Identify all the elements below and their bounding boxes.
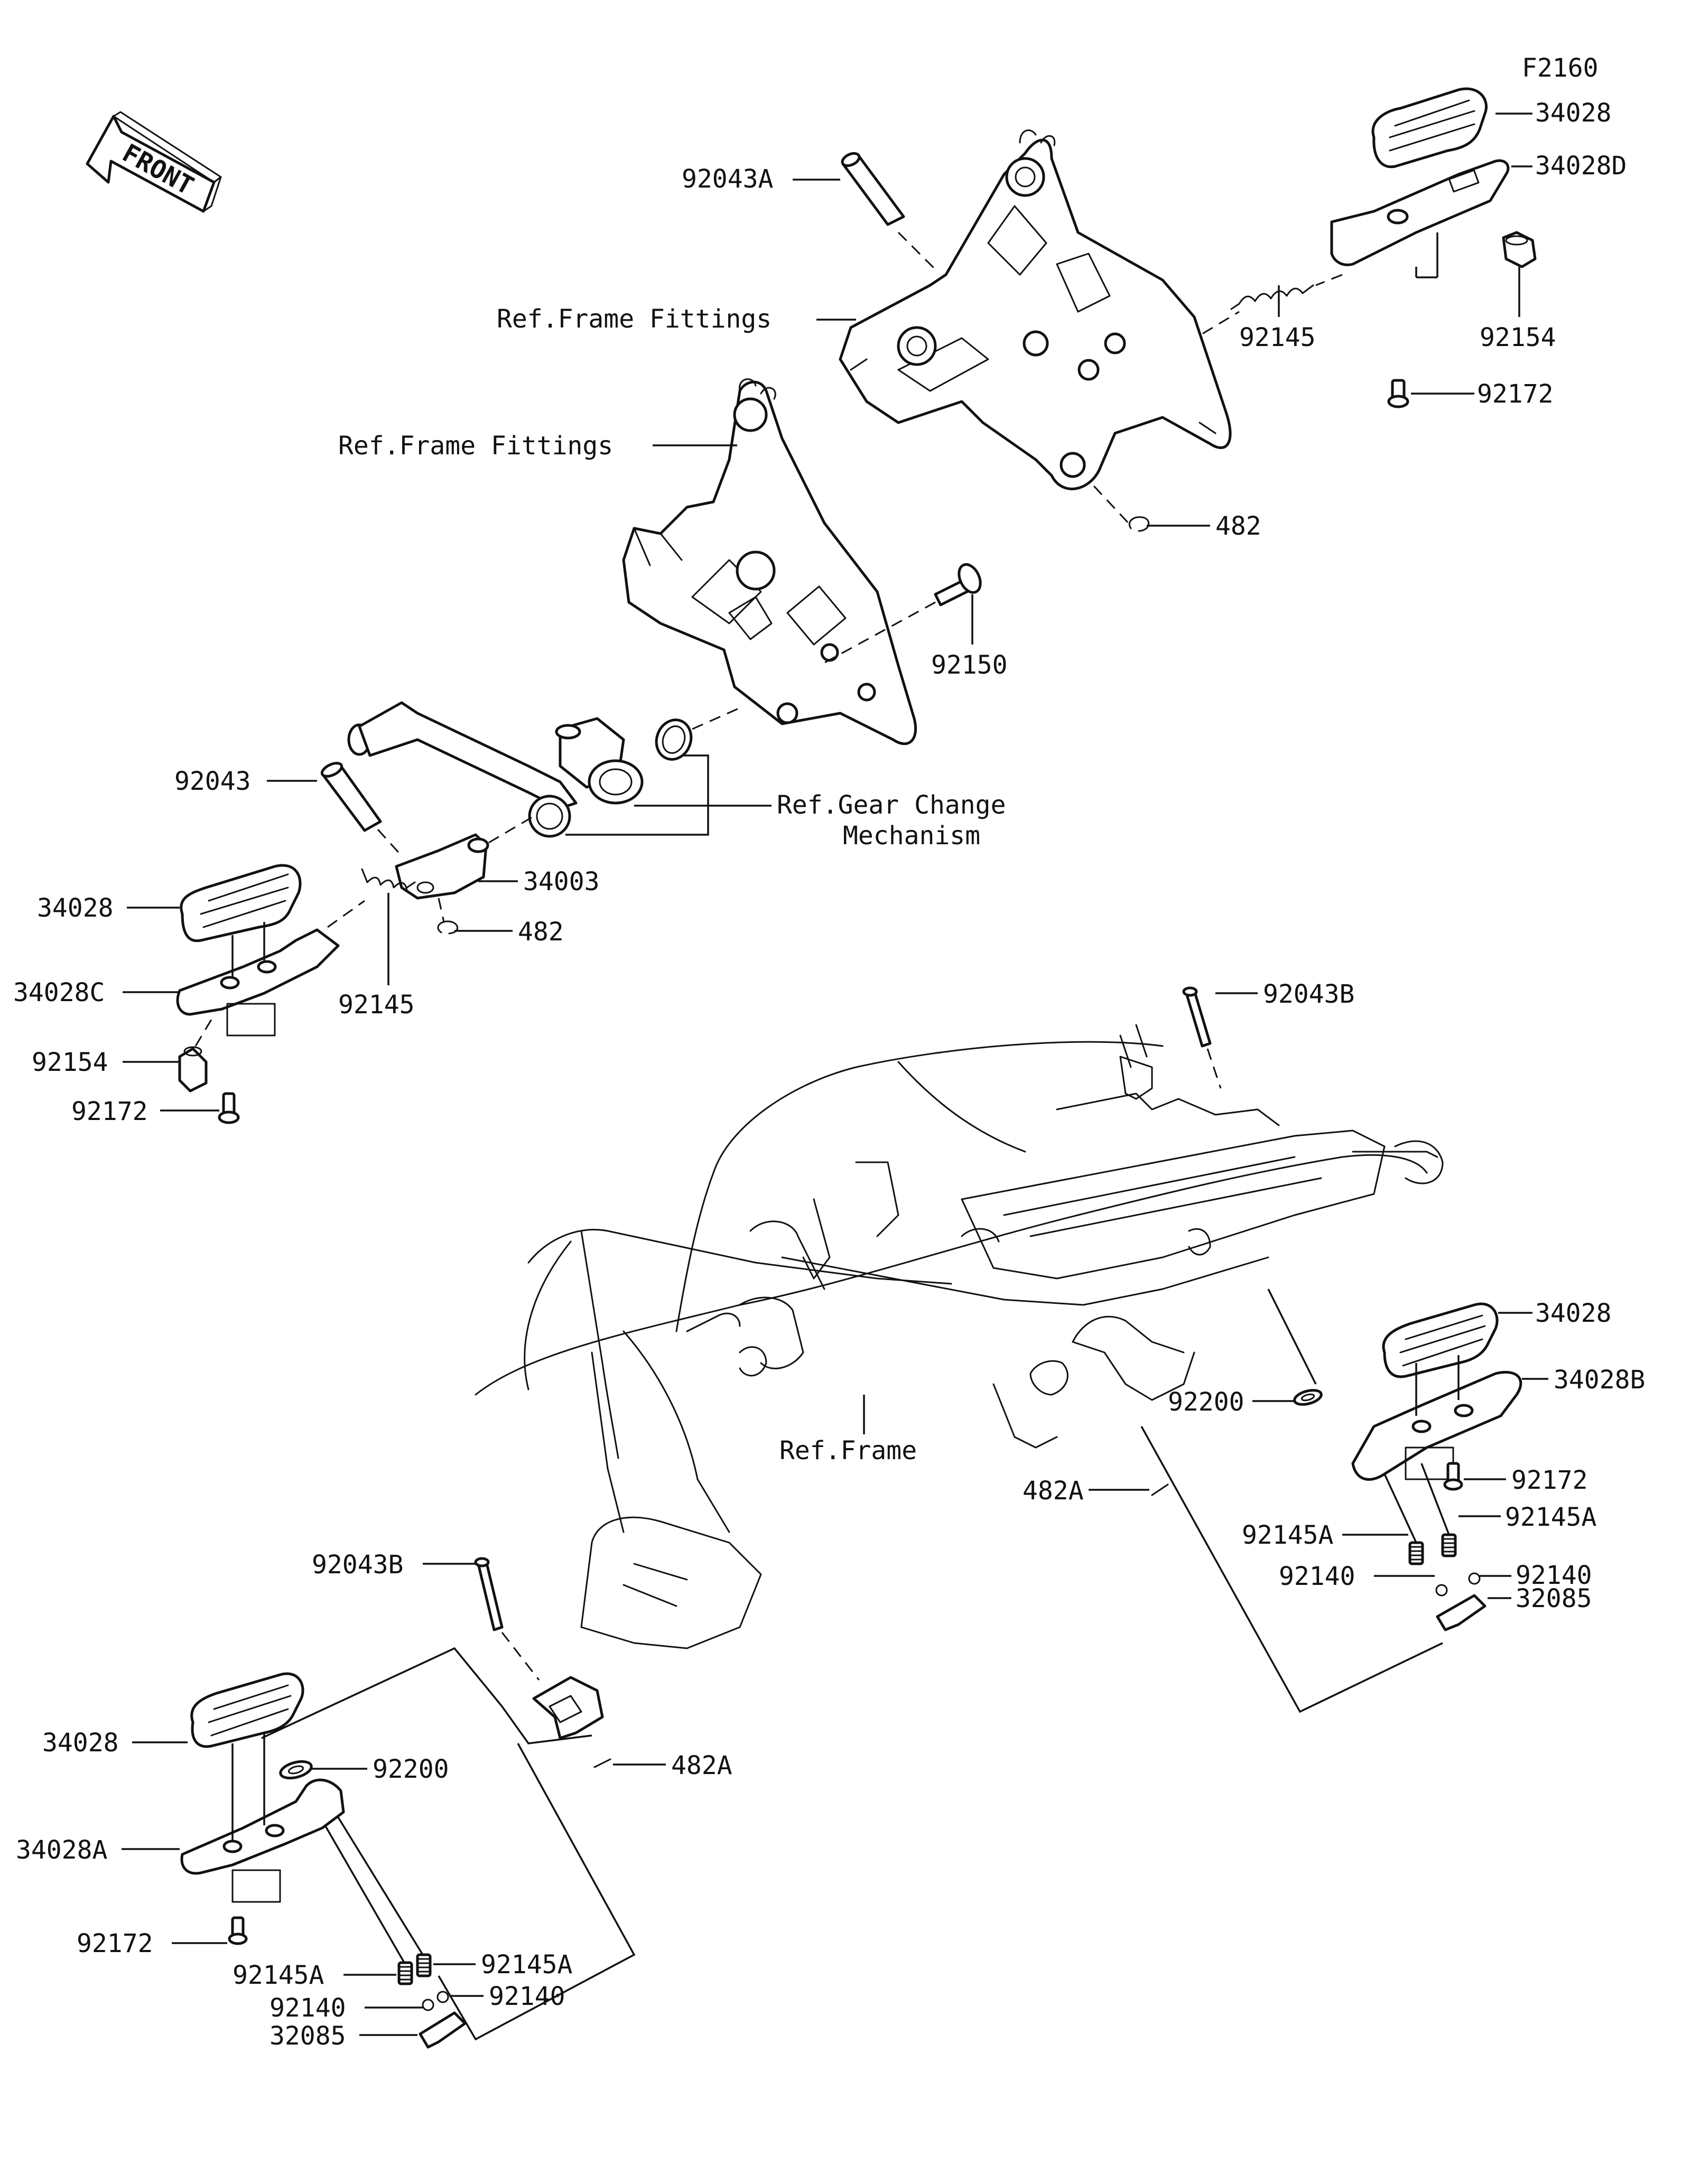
pin-icon xyxy=(320,762,403,857)
label-92140-right-a: 92140 xyxy=(1279,1562,1355,1591)
label-92140-right-b: 92140 xyxy=(1516,1561,1592,1590)
label-92154-mid: 92154 xyxy=(32,1048,108,1077)
spring-icon xyxy=(1408,1533,1457,1565)
label-ref-frame-fittings-upper: Ref.Frame Fittings xyxy=(497,304,772,334)
label-ref-gear-change-mechanism: Mechanism xyxy=(843,821,980,851)
label-482a-left: 482A xyxy=(671,1751,732,1780)
footpeg-bracket-icon xyxy=(1351,1370,1522,1481)
pin-icon xyxy=(474,1557,540,1681)
label-ref-frame-fittings-lower: Ref.Frame Fittings xyxy=(338,431,613,461)
label-92172-upper: 92172 xyxy=(1477,379,1554,409)
stopper-icon xyxy=(1502,231,1537,268)
label-92043b-upper: 92043B xyxy=(1263,979,1354,1009)
label-34028-right: 34028 xyxy=(1535,1299,1612,1328)
ball-icon xyxy=(1468,1572,1481,1585)
bolt-icon xyxy=(218,1092,240,1124)
front-arrow-icon: FRONT xyxy=(86,111,222,213)
snap-ring-icon xyxy=(437,898,459,935)
label-34028: 34028 xyxy=(1535,98,1612,128)
gear-change-lever-icon xyxy=(347,701,644,810)
spring-icon xyxy=(327,868,416,928)
label-34028a: 34028A xyxy=(16,1835,107,1865)
label-34028c: 34028C xyxy=(13,978,105,1007)
upper-frame-fitting-icon xyxy=(839,129,1232,490)
front-marker-label: FRONT xyxy=(117,138,199,201)
label-34028b: 34028B xyxy=(1554,1365,1645,1395)
snap-ring-icon xyxy=(1151,1483,1169,1496)
label-32085-right: 32085 xyxy=(1516,1584,1592,1613)
spring-icon xyxy=(397,1953,432,1985)
detent-plate-icon xyxy=(1436,1594,1486,1631)
label-92145-mid: 92145 xyxy=(338,990,415,1020)
label-ref-gear-change: Ref.Gear Change xyxy=(777,790,1006,820)
label-92172-mid: 92172 xyxy=(71,1097,148,1126)
ball-icon xyxy=(436,1991,449,2003)
ball-icon xyxy=(422,1999,434,2011)
label-34028-left: 34028 xyxy=(42,1728,119,1758)
stopper-icon xyxy=(178,1019,212,1093)
label-32085-left: 32085 xyxy=(270,2021,346,2051)
footpeg-rubber-icon xyxy=(180,864,302,942)
label-482-upper: 482 xyxy=(1215,511,1261,541)
label-34028-mid: 34028 xyxy=(37,893,114,923)
label-92200-right: 92200 xyxy=(1168,1387,1244,1417)
main-frame-icon xyxy=(475,1024,1444,1649)
washer-icon xyxy=(528,707,772,838)
peg-lever-icon xyxy=(395,815,534,900)
label-92150: 92150 xyxy=(931,650,1008,680)
label-92043: 92043 xyxy=(174,767,251,796)
label-482-mid: 482 xyxy=(518,917,564,947)
label-92145a-left-b: 92145A xyxy=(481,1950,572,1980)
label-92200-left: 92200 xyxy=(373,1754,449,1784)
ball-icon xyxy=(1435,1584,1448,1597)
washer-icon xyxy=(1293,1389,1323,1406)
lower-frame-fitting-icon xyxy=(622,378,917,745)
figure-id: F2160 xyxy=(1522,53,1599,83)
label-92145a-right-b: 92145A xyxy=(1505,1502,1596,1532)
label-92145a-left-a: 92145A xyxy=(233,1961,324,1990)
label-92140-left-b: 92140 xyxy=(489,1982,565,2011)
label-34003: 34003 xyxy=(523,867,600,897)
label-92172-right: 92172 xyxy=(1511,1466,1588,1495)
bolt-icon xyxy=(228,1916,248,1945)
washer-icon xyxy=(279,1760,313,1780)
footpeg-bracket-icon xyxy=(176,922,340,1037)
label-34028d: 34028D xyxy=(1535,151,1627,181)
label-ref-frame: Ref.Frame xyxy=(779,1436,917,1466)
label-92043b-lower: 92043B xyxy=(312,1550,403,1580)
snap-ring-icon xyxy=(593,1758,611,1768)
footpeg-bracket-icon xyxy=(180,1778,345,1875)
detent-plate-icon xyxy=(419,2011,467,2049)
spring-icon xyxy=(1230,284,1314,310)
label-92154-upper: 92154 xyxy=(1480,323,1556,352)
label-92043a: 92043A xyxy=(682,164,773,194)
rear-right-lower-footpeg-group xyxy=(1351,1302,1522,1631)
label-92172-left: 92172 xyxy=(77,1929,153,1958)
bolt-icon xyxy=(819,563,982,667)
leader-lines xyxy=(122,113,1548,2036)
footpeg-bracket-icon xyxy=(1330,159,1510,266)
bolt-icon xyxy=(1387,379,1409,408)
lower-left-footpeg-group xyxy=(180,1557,636,2049)
snap-ring-icon xyxy=(1093,485,1150,532)
label-92140-left-a: 92140 xyxy=(270,1993,346,2023)
part-labels: 34028 34028D 92043A Ref.Frame Fittings 9… xyxy=(13,98,1645,2051)
label-92145a-right-a: 92145A xyxy=(1242,1520,1333,1550)
rear-right-footpeg-group xyxy=(1186,87,1537,408)
pin-icon xyxy=(841,152,936,270)
label-92145-upper: 92145 xyxy=(1239,323,1316,352)
pin-icon xyxy=(1182,986,1222,1089)
label-482a-right: 482A xyxy=(1023,1476,1084,1506)
